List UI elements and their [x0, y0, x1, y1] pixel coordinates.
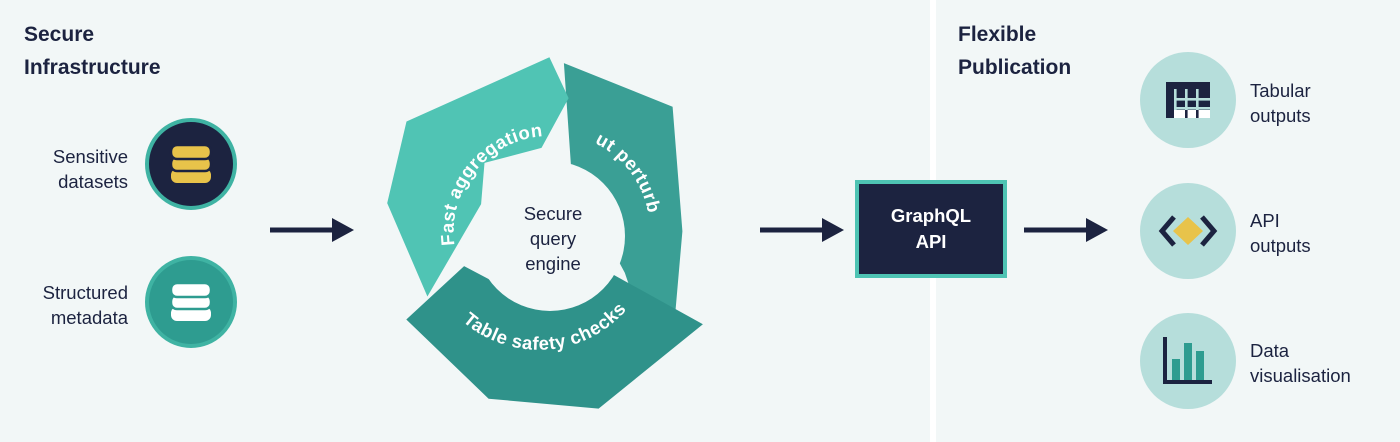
- label-line: Data: [1250, 340, 1290, 361]
- arrow-right-icon: [1024, 218, 1108, 242]
- secure-infrastructure-heading: Secure Infrastructure: [24, 18, 161, 84]
- code-brackets-icon: [1140, 183, 1236, 279]
- label-line: datasets: [58, 171, 128, 192]
- data-visualisation-label: Data visualisation: [1250, 338, 1351, 388]
- arrow-right-icon: [760, 218, 844, 242]
- secure-query-engine-label: Secure query engine: [490, 201, 616, 276]
- sensitive-datasets-label: Sensitive datasets: [53, 144, 128, 194]
- database-icon: [145, 118, 237, 210]
- engine-center: [475, 161, 625, 311]
- label-line: Structured: [42, 282, 128, 303]
- label-line: outputs: [1250, 105, 1311, 126]
- label-line: outputs: [1250, 235, 1311, 256]
- label-line: API: [1250, 210, 1280, 231]
- label-line: visualisation: [1250, 365, 1351, 386]
- label-line: API: [915, 231, 947, 252]
- query-engine-cycle: Fast aggregation Output perturbation Tab…: [370, 56, 703, 409]
- label-line: Tabular: [1250, 80, 1311, 101]
- label-line: Secure: [523, 203, 583, 224]
- flexible-publication-heading: Flexible Publication: [958, 18, 1071, 84]
- heading-line: Infrastructure: [24, 56, 161, 79]
- heading-line: Secure: [24, 23, 95, 46]
- label-line: engine: [525, 253, 581, 274]
- tabular-outputs-label: Tabular outputs: [1250, 78, 1311, 128]
- table-safety-checks-segment: [406, 266, 703, 409]
- structured-metadata-label: Structured metadata: [43, 280, 128, 330]
- label-line: metadata: [50, 307, 128, 328]
- output-perturbation-segment: [563, 63, 683, 318]
- api-outputs-label: API outputs: [1250, 208, 1311, 258]
- label-line: Sensitive: [52, 146, 128, 167]
- heading-line: Flexible: [958, 23, 1037, 46]
- bar-chart-icon: [1140, 313, 1236, 409]
- label-line: query: [529, 228, 577, 249]
- fast-aggregation-segment: [387, 57, 569, 297]
- label-line: GraphQL: [890, 205, 972, 226]
- heading-line: Publication: [958, 56, 1072, 79]
- arrow-right-icon: [270, 218, 354, 242]
- table-grid-icon: [1140, 52, 1236, 148]
- database-icon: [145, 256, 237, 348]
- graphql-api-box: GraphQL API: [855, 180, 1007, 278]
